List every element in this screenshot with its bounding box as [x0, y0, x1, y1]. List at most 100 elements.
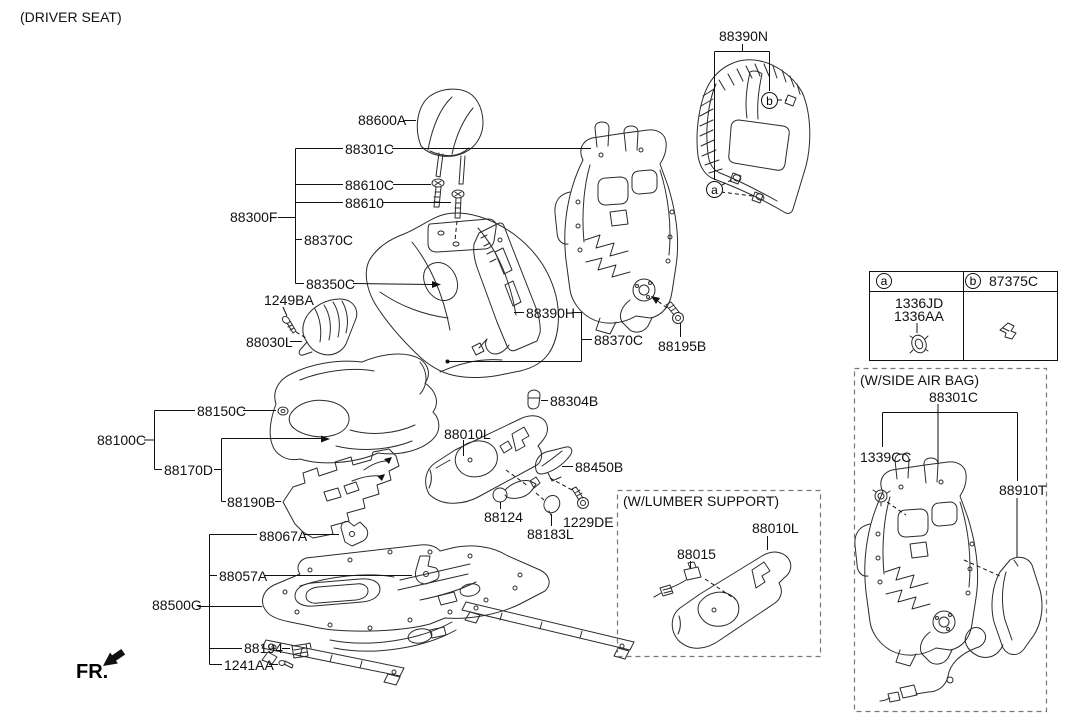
bracket-88390H [449, 312, 592, 362]
part-label-88500G: 88500G [152, 597, 202, 613]
legend-marker-a: a [876, 273, 892, 289]
page-title: (DRIVER SEAT) [20, 9, 122, 25]
side-cover-88030L-drawing [281, 298, 358, 356]
headrest-drawing [416, 88, 484, 185]
marker-b-circle: b [761, 92, 778, 109]
airbag-module-drawing [991, 556, 1043, 655]
part-label-88067A: 88067A [259, 528, 308, 544]
part-label-88610: 88610 [345, 195, 384, 211]
dashed-handle-to-knob [535, 492, 545, 501]
dashed-guide-to-seat [454, 220, 458, 241]
lumbar-shield-drawing [671, 551, 792, 649]
dashed-1339CC-to-frame [886, 501, 907, 516]
recline-lever-drawing [535, 446, 573, 482]
knob-88183L-drawing [543, 495, 561, 516]
part-label-88370C-a: 88370C [304, 232, 354, 248]
part-label-88195B: 88195B [658, 338, 707, 354]
arrowhead-88350C [432, 281, 441, 288]
nut-1339CC-drawing [872, 489, 891, 507]
seat-track-drawing [261, 544, 635, 686]
module-88194-drawing [278, 642, 312, 669]
legend-marker-b: b [965, 273, 981, 289]
seatback-heater-pad-drawing [471, 222, 541, 356]
seatback-panel-drawing [696, 59, 811, 214]
marker-a-circle: a [706, 181, 723, 198]
clip-87375C-icon [999, 322, 1017, 340]
legend-part-1336AA: 1336AA [894, 308, 944, 324]
part-label-88150C: 88150C [197, 403, 247, 419]
bracket-cushion-group [144, 410, 276, 470]
dashed-switch-to-shield [704, 578, 736, 600]
lumbar-box-title: (W/LUMBER SUPPORT) [623, 493, 780, 509]
part-label-88450B: 88450B [575, 459, 624, 475]
bracket-track-group [198, 534, 412, 665]
part-label-88183L: 88183L [527, 526, 574, 542]
arrowhead-88195B [651, 296, 660, 304]
part-label-88170D: 88170D [164, 462, 214, 478]
bracket-88390N [714, 44, 770, 180]
airbag-frame-drawing [854, 453, 979, 667]
part-label-88370C-b: 88370C [594, 332, 644, 348]
part-label-88057A: 88057A [219, 568, 268, 584]
seatback-cover-drawing [365, 212, 559, 378]
lumbar-switch-drawing [653, 561, 702, 598]
part-label-88100C: 88100C [97, 432, 147, 448]
part-label-88610C: 88610C [345, 177, 395, 193]
headrest-guide-bolts-drawing [431, 178, 465, 219]
part-label-88301C: 88301C [345, 141, 395, 157]
part-label-88300F: 88300F [230, 209, 278, 225]
part-label-88015: 88015 [677, 546, 716, 562]
seat-shield-drawing [425, 415, 548, 504]
bracket-88170D [214, 438, 321, 502]
grommet-icon [909, 334, 929, 354]
arrowhead-pad-wire-2 [377, 474, 385, 481]
dashed-lever-to-bolt [549, 477, 573, 491]
bracket-88067A-drawing [340, 520, 440, 585]
part-label-88350C: 88350C [306, 276, 356, 292]
cushion-heater-pad-drawing [282, 448, 400, 539]
part-label-1241AA: 1241AA [224, 657, 274, 673]
dashed-1249BA-to-cover [295, 331, 307, 339]
bracket-airbag-88301C [882, 404, 1018, 557]
legend-column-divider [963, 272, 964, 360]
arrowhead-88170D [321, 435, 330, 443]
part-label-88600A: 88600A [358, 112, 407, 128]
part-label-88304B: 88304B [550, 393, 599, 409]
leader-1249BA [282, 306, 288, 317]
part-label-88124: 88124 [484, 509, 523, 525]
clip-88304B-drawing [527, 389, 541, 410]
part-label-88390H: 88390H [526, 305, 576, 321]
arrowhead-pad-wire-1 [384, 457, 392, 464]
legend-part-1336JD: 1336JD [895, 295, 944, 311]
dashed-88195B-arrow-line [654, 298, 668, 309]
panel-clips-drawing [732, 174, 765, 201]
part-label-88194: 88194 [244, 640, 283, 656]
lumbar-support-box [616, 489, 822, 658]
fr-arrow-icon [103, 649, 126, 666]
airbag-harness-drawing [879, 627, 1004, 703]
side-airbag-box [853, 367, 1048, 713]
bracket-seatback-group [278, 148, 591, 285]
part-label-88390N: 88390N [719, 28, 769, 44]
part-label-88010L-lumbar: 88010L [752, 520, 799, 536]
seat-cushion-drawing [269, 353, 440, 464]
fr-direction-label: FR. [76, 661, 109, 683]
dot-88370C [445, 359, 450, 364]
legend-part-87375C: 87375C [989, 273, 1039, 289]
bolt-88195B-drawing [665, 301, 684, 324]
legend-table [869, 271, 1058, 361]
part-label-1249BA: 1249BA [264, 292, 314, 308]
handle-88124-drawing [492, 476, 541, 503]
part-label-1339CC: 1339CC [860, 449, 912, 465]
dashed-shield-to-handle [505, 469, 529, 487]
dashed-marker-a-leaders [720, 178, 754, 197]
airbag-box-title: (W/SIDE AIR BAG) [860, 372, 980, 388]
seatback-frame-drawing [554, 121, 679, 335]
part-label-88190B: 88190B [227, 494, 276, 510]
part-label-88910T: 88910T [999, 482, 1047, 498]
part-label-88030L: 88030L [246, 334, 293, 350]
part-label-88010L: 88010L [444, 426, 491, 442]
part-label-88301C-airbag: 88301C [929, 389, 979, 405]
